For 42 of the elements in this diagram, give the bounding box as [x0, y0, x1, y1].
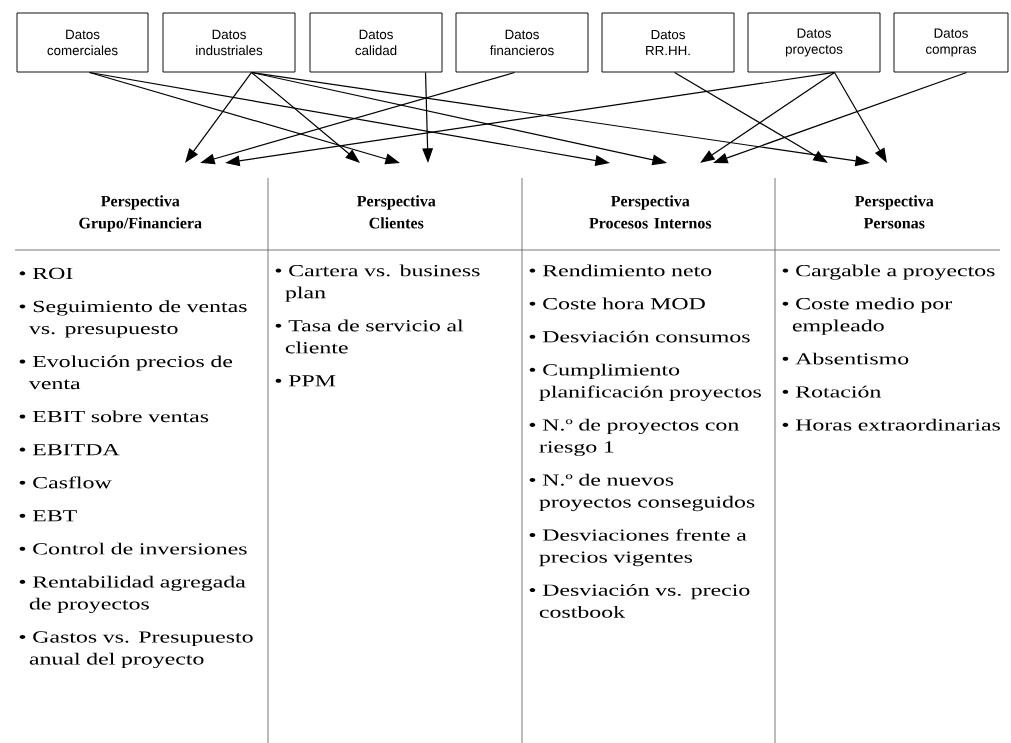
list-item: • Control de inversiones	[19, 542, 247, 555]
list-item: • Cartera vs. business plan	[275, 264, 480, 302]
list-item: • PPM	[275, 375, 336, 387]
list-item: • Evolución precios de venta	[19, 355, 233, 390]
list-item: • Desviación vs. precio costbook	[529, 583, 750, 618]
list-item: • Tasa de servicio al cliente	[275, 319, 464, 354]
list-item: • Coste hora MOD	[529, 297, 705, 310]
data-box: Datos comerciales	[16, 12, 149, 73]
arrow	[833, 71, 887, 163]
column-heading: Perspectiva Personas	[855, 195, 934, 229]
column-heading: Perspectiva Procesos Internos	[589, 195, 712, 229]
list-item: • Absentismo	[782, 352, 909, 365]
list-item: • Coste medio por empleado	[782, 297, 952, 335]
arrow	[185, 71, 253, 163]
data-box: Datos financieros	[455, 12, 589, 73]
list-item: • Desviación consumos	[529, 330, 750, 343]
data-box: Datos calidad	[309, 12, 443, 73]
arrow	[250, 71, 360, 163]
list-item: • Rotación	[782, 385, 881, 398]
list-item: • EBIT sobre ventas	[19, 410, 209, 423]
list-item: • Rendimiento neto	[529, 264, 712, 277]
list-item: • ROI	[19, 267, 73, 280]
list-item: • EBITDA	[19, 444, 120, 456]
list-item: • N.º de nuevos proyectos conseguidos	[529, 473, 755, 512]
data-box: Datos compras	[893, 12, 1009, 73]
arrow	[700, 71, 836, 163]
data-box: Datos RR.HH.	[601, 12, 735, 73]
list-item: • Gastos vs. Presupuesto anual del proyecto	[19, 631, 253, 669]
column-heading: Perspectiva Grupo/Financiera	[79, 195, 202, 232]
list-item: • Horas extraordinarias	[782, 418, 1000, 431]
data-box: Datos proyectos	[747, 12, 881, 73]
list-item: • Desviaciones frente a precios vigentes	[529, 528, 747, 567]
data-box: Datos industriales	[162, 12, 296, 73]
list-item: • EBT	[19, 510, 77, 522]
list-item: • Seguimiento de ventas vs. presupuesto	[19, 300, 247, 338]
list-item: • Casflow	[19, 476, 112, 489]
arrow	[673, 71, 828, 163]
list-item: • N.º de proyectos con riesgo 1	[529, 418, 739, 457]
list-item: • Cumplimiento planificación proyectos	[529, 363, 761, 401]
list-item: • Rentabilidad agregada de proyectos	[19, 575, 246, 614]
column-heading: Perspectiva Clientes	[357, 195, 436, 229]
list-item: • Cargable a proyectos	[782, 264, 995, 280]
